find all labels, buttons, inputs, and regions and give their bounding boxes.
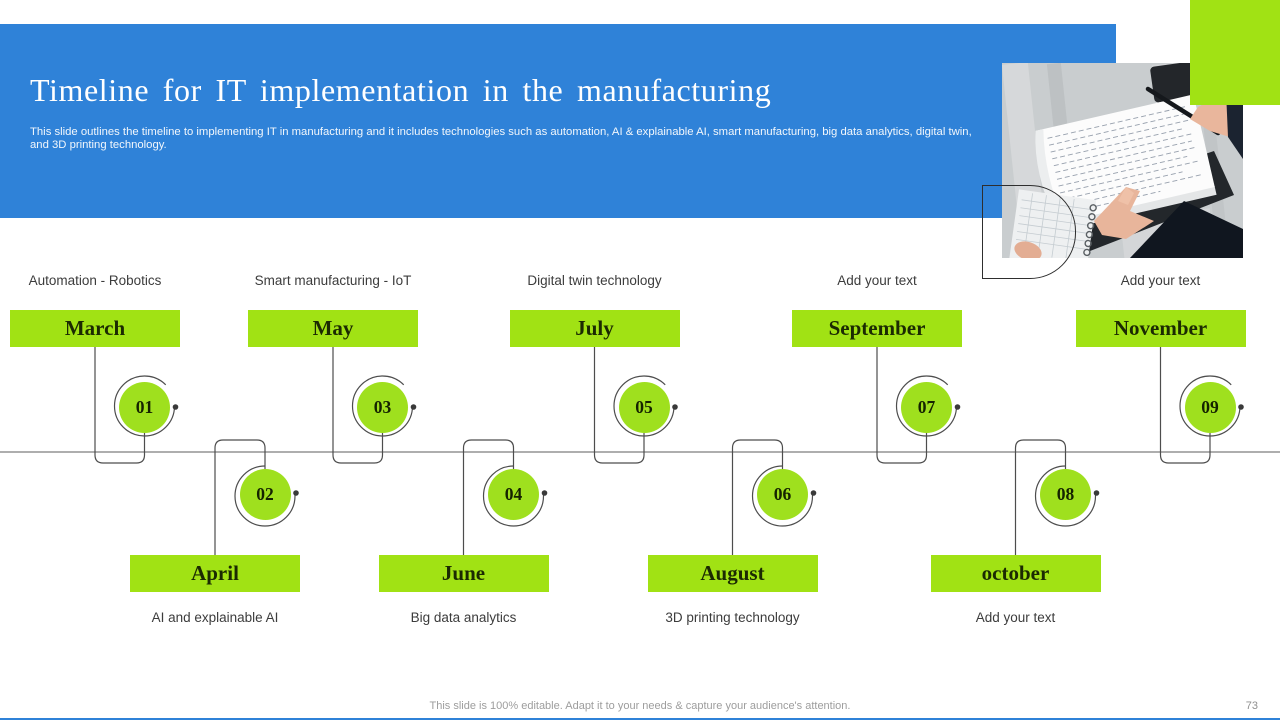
page-title: Timeline for IT implementation in the ma… (30, 72, 772, 108)
photo-frame-decoration (982, 185, 1076, 279)
page-number: 73 (1245, 700, 1258, 712)
milestone-label[interactable]: AI and explainable AI (151, 610, 279, 625)
milestone-label[interactable]: Add your text (837, 273, 917, 288)
month-bar[interactable]: october (930, 555, 1101, 592)
month-bar[interactable]: May (248, 310, 418, 347)
milestone-circle[interactable]: 02 (239, 468, 291, 520)
milestone-label[interactable]: Add your text (975, 610, 1056, 625)
milestone-circle[interactable]: 08 (1040, 468, 1091, 520)
footer-note: This slide is 100% editable. Adapt it to… (429, 700, 851, 712)
bottom-accent-strip (0, 718, 1280, 720)
milestone-label[interactable]: Digital twin technology (527, 273, 662, 288)
milestone-circle[interactable]: 01 (119, 381, 170, 433)
milestone-circle[interactable]: 07 (901, 381, 952, 433)
corner-accent-square (1190, 0, 1280, 105)
page-subtitle: This slide outlines the timeline to impl… (30, 126, 972, 151)
month-bar[interactable]: June (378, 555, 549, 592)
arc-end-dots (172, 404, 1244, 496)
month-bar[interactable]: July (509, 310, 680, 347)
milestone-label[interactable]: Big data analytics (410, 610, 517, 625)
milestone-circle[interactable]: 03 (357, 381, 408, 433)
milestone-label[interactable]: Automation - Robotics (28, 273, 162, 288)
milestone-circle[interactable]: 04 (488, 468, 539, 520)
month-bar[interactable]: November (1075, 310, 1246, 347)
milestone-circle[interactable]: 09 (1184, 381, 1236, 433)
month-bar[interactable]: August (647, 555, 818, 592)
header-band (0, 24, 1116, 218)
month-bar[interactable]: March (10, 310, 180, 347)
milestone-label[interactable]: Add your text (1120, 273, 1201, 288)
month-bar[interactable]: September (792, 310, 962, 347)
milestone-label[interactable]: Smart manufacturing - IoT (254, 273, 412, 288)
milestone-label[interactable]: 3D printing technology (665, 610, 800, 625)
milestone-circle[interactable]: 06 (757, 468, 808, 520)
milestone-circle[interactable]: 05 (618, 381, 670, 433)
month-bar[interactable]: April (130, 555, 300, 592)
connector-lines (94, 347, 1211, 555)
